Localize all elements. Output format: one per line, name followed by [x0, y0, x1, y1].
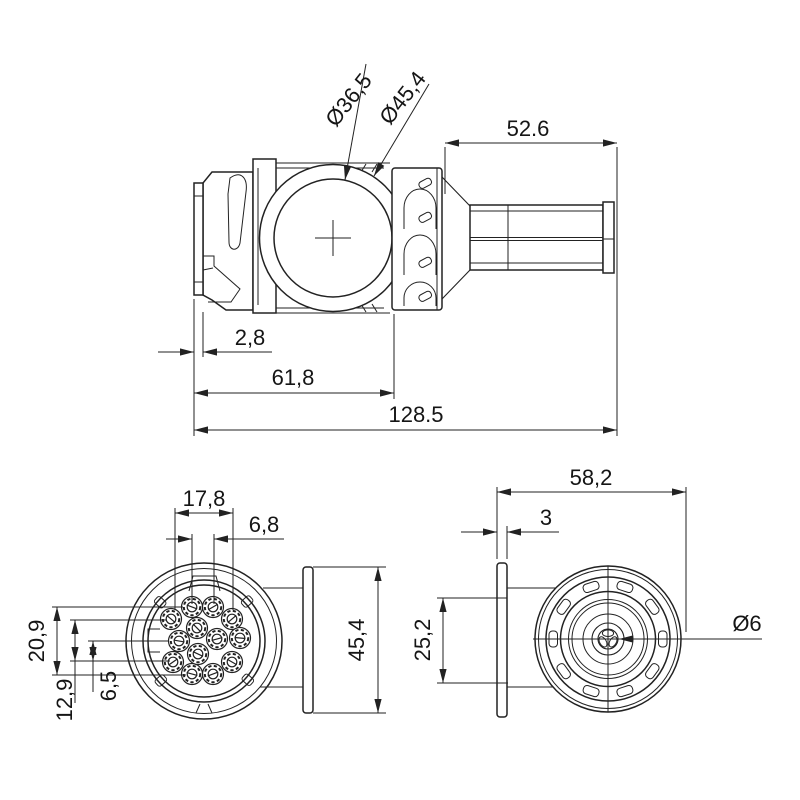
flange-plate-rear: [496, 562, 508, 718]
connector-pin: [186, 642, 210, 666]
front-flange: [260, 566, 314, 714]
rear-body: [533, 565, 762, 713]
connector-pin: [159, 607, 183, 631]
bracket-hook: [203, 255, 241, 303]
dim-pin-rows-mid: 12,9: [52, 679, 77, 722]
connector-pin: [205, 627, 229, 651]
dim-flange-height: 45,4: [344, 619, 369, 662]
connector-pin: [201, 662, 225, 686]
top-keyway-notch: [188, 575, 221, 592]
flange-plate-front: [302, 566, 314, 714]
dim-center-hole: Ø6: [732, 611, 761, 636]
dim-sleeve-length: 52.6: [507, 116, 550, 141]
dim-flange-thickness: 3: [540, 505, 552, 530]
ribbed-collar: [391, 167, 443, 311]
cable-sleeve: [441, 176, 615, 300]
front-view: 17,8 6,8 20,9 12,9 6,5 45,4: [24, 486, 386, 721]
front-view-dimensions: 17,8 6,8 20,9 12,9 6,5 45,4: [24, 486, 386, 721]
bracket-slot: [227, 174, 247, 250]
bracket-clip: [193, 171, 254, 311]
side-view: 52.6 Ø36,5 Ø45,4 2,8 61,8 128.5: [158, 63, 618, 436]
connector-pin: [180, 662, 204, 686]
thin-plate-edge: [193, 182, 204, 296]
connector-pin: [228, 626, 252, 650]
dim-body-length: 61,8: [272, 365, 315, 390]
dim-pin-rows-inner: 6,5: [96, 671, 121, 702]
rear-flange: [496, 562, 558, 718]
connector-pin: [185, 616, 209, 640]
dim-plate-thickness: 2,8: [235, 325, 266, 350]
rear-view-dimensions: 58,2 3 25,2 Ø6: [410, 465, 762, 684]
rim-circles: [258, 163, 408, 313]
connector-pin: [167, 629, 191, 653]
dim-total-length: 128.5: [388, 402, 443, 427]
sleeve-end-cap: [602, 201, 615, 274]
pin-field: [159, 595, 252, 686]
dim-pin-cols-outer: 17,8: [183, 486, 226, 511]
rear-view: 58,2 3 25,2 Ø6: [410, 465, 762, 718]
dim-outer-diameter: Ø45,4: [374, 66, 431, 129]
connector-pin: [180, 595, 204, 619]
dim-overall-width: 58,2: [570, 465, 613, 490]
dim-body-height: 25,2: [410, 619, 435, 662]
ring-slots: [548, 580, 668, 698]
dim-inner-diameter: Ø36,5: [320, 68, 377, 131]
connector-pin: [161, 650, 185, 674]
dim-pin-rows-outer: 20,9: [24, 620, 49, 663]
connector-pin: [220, 607, 244, 631]
dim-pin-cols-inner: 6,8: [249, 512, 280, 537]
connector-pin: [201, 595, 225, 619]
connector-pin: [220, 650, 244, 674]
